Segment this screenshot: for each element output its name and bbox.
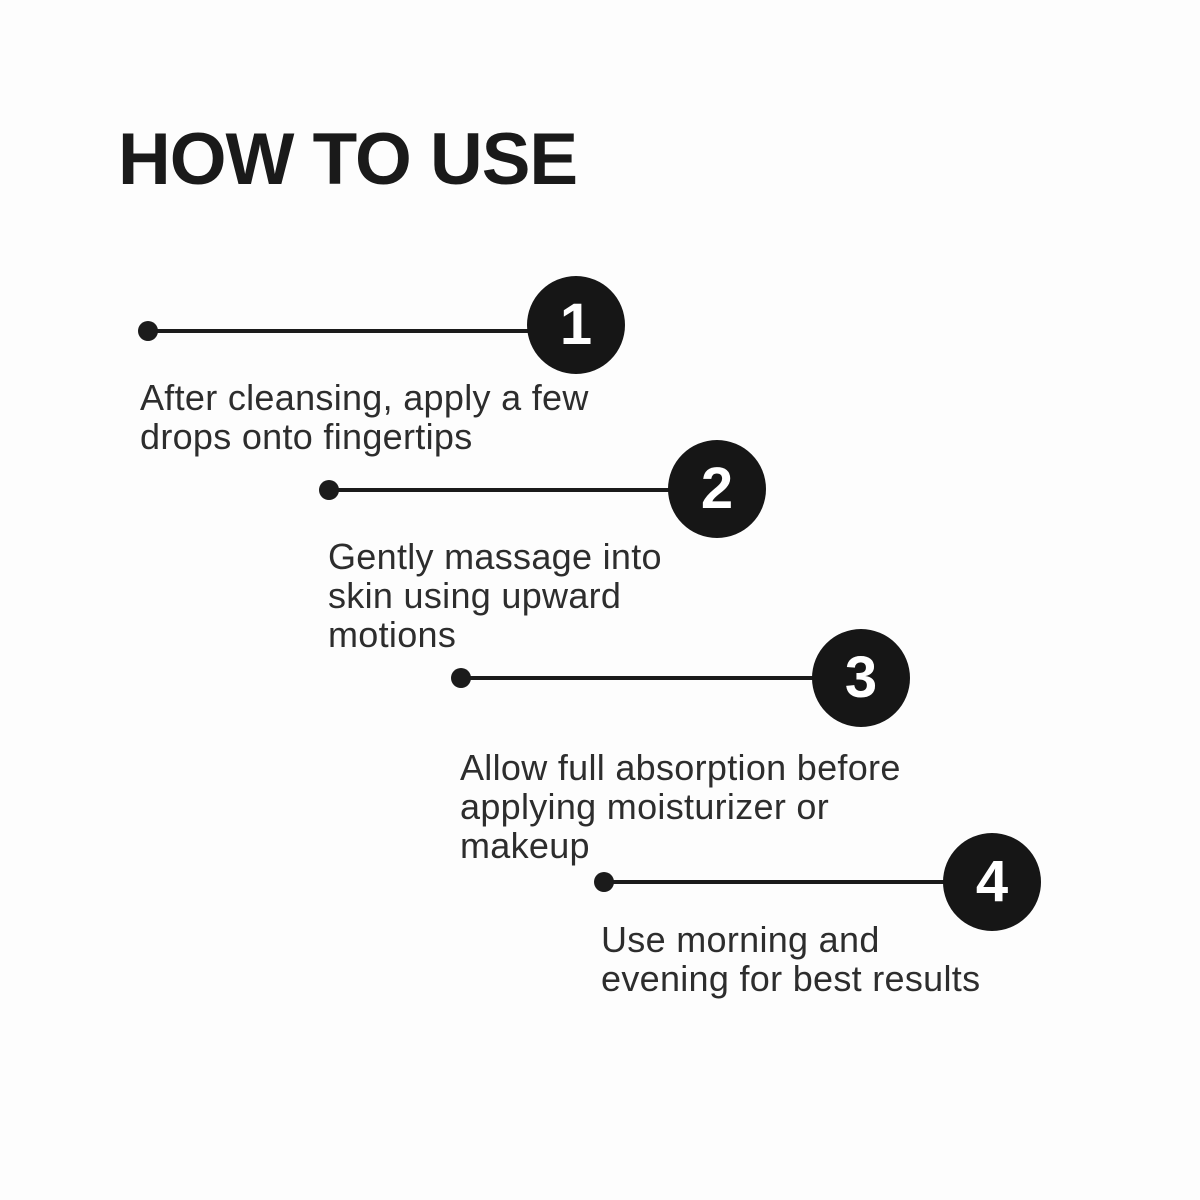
step-number: 3 [844, 645, 878, 710]
step-caption-line: Use morning and [601, 919, 880, 960]
step-number-badge: 1 [527, 276, 625, 374]
line-start-dot-icon [138, 321, 158, 341]
step-number: 4 [975, 849, 1009, 914]
step-caption-line: Gently massage into [328, 536, 662, 577]
step-caption-line: applying moisturizer or [460, 786, 830, 827]
step-caption-line: Allow full absorption before [460, 747, 901, 788]
page-title: HOW TO USE [118, 119, 578, 200]
line-start-dot-icon [319, 480, 339, 500]
connector-line [148, 329, 576, 333]
step-number: 2 [700, 456, 734, 521]
step-caption-line: drops onto fingertips [140, 416, 473, 457]
step-caption-line: After cleansing, apply a few [140, 377, 589, 418]
line-start-dot-icon [594, 872, 614, 892]
step-caption-line: skin using upward [328, 575, 622, 616]
step-number: 1 [559, 292, 593, 357]
step-caption-line: evening for best results [601, 958, 981, 999]
step-caption: After cleansing, apply a few drops onto … [140, 378, 589, 456]
step-caption: Use morning and evening for best results [601, 920, 980, 998]
connector-line [604, 880, 992, 884]
line-start-dot-icon [451, 668, 471, 688]
step-caption-line: makeup [460, 825, 590, 866]
connector-line [461, 676, 861, 680]
step-number-badge: 3 [812, 629, 910, 727]
connector-line [329, 488, 717, 492]
step-number-badge: 4 [943, 833, 1041, 931]
step-caption-line: motions [328, 614, 457, 655]
step-number-badge: 2 [668, 440, 766, 538]
step-caption: Gently massage into skin using upward mo… [328, 537, 662, 654]
step-caption: Allow full absorption before applying mo… [460, 748, 901, 865]
